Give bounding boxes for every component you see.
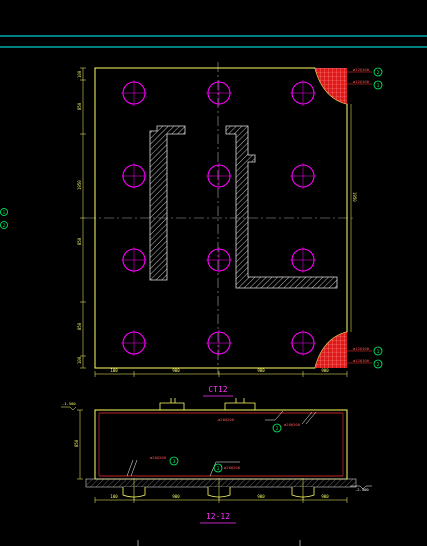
axis-bubble-icon <box>213 463 223 473</box>
axis-bubble-icon <box>0 221 8 229</box>
plan-left-dim: 850 <box>77 102 82 110</box>
plan-bottom-dim: 100 <box>110 368 118 373</box>
section-bar-labels: ø20@200 2 ø20@200 ø20@200 3 1 ø20@200 <box>150 417 301 473</box>
plan-callouts-bottom: ø12@100 ø12@100 1 2 <box>330 346 383 369</box>
plan-bottom-dim: 900 <box>172 368 180 373</box>
plan-left-dim: 100 <box>77 70 82 78</box>
bottom-edge-marks <box>137 540 301 546</box>
left-marker-2: 2 <box>3 223 6 228</box>
plan-left-dim-mid: 1950 <box>77 180 82 190</box>
section-title: 12-12 <box>206 512 230 521</box>
left-bar-num: 3 <box>173 459 176 465</box>
left-marker-1: 1 <box>3 210 6 215</box>
plan-view: 100 850 1950 850 850 100 1950 100 900 90… <box>77 62 383 397</box>
section-left-dims <box>61 406 83 480</box>
section-rebar-callouts <box>126 410 317 477</box>
plan-title: CT12 <box>208 385 227 394</box>
sheet-top-border <box>0 35 427 48</box>
callout-num: 1 <box>377 83 380 89</box>
section-right-level <box>350 485 372 490</box>
section-level-right: -2.500 <box>355 487 369 492</box>
plan-callouts-top: ø12@100 ø12@100 2 1 <box>330 67 383 90</box>
bottom-bar-label: ø20@200 <box>224 465 241 470</box>
callout-num: 1 <box>377 349 380 355</box>
top-bar-num: 2 <box>276 426 279 432</box>
callout-text: ø12@100 <box>353 79 370 84</box>
callout-text: ø12@100 <box>353 358 370 363</box>
bottom-bar-num: 1 <box>217 466 220 472</box>
plan-bottom-dim: 900 <box>257 368 265 373</box>
plan-left-dim: 850 <box>77 322 82 330</box>
left-bar-label: ø20@200 <box>150 455 167 460</box>
section-piles <box>122 487 315 498</box>
axis-bubble-icon <box>0 208 8 216</box>
section-bottom-dimensions <box>94 497 348 503</box>
section-view: ø20@200 2 ø20@200 ø20@200 3 1 ø20@200 -1… <box>61 398 372 524</box>
right-bar-label: ø20@200 <box>284 422 301 427</box>
corner-hatch-bottom <box>315 332 347 368</box>
plan-center-axes <box>86 62 356 374</box>
axis-bubble-icon <box>169 456 179 466</box>
callout-text: ø12@100 <box>353 346 370 351</box>
section-ground-hatch <box>86 479 356 487</box>
pile-crosshairs <box>121 80 316 356</box>
corner-hatch-top <box>315 68 347 104</box>
column-stubs <box>159 398 256 410</box>
section-bottom-dim: 900 <box>257 494 265 499</box>
section-bottom-dim: 100 <box>110 494 118 499</box>
axis-bubble-icon <box>272 423 282 433</box>
callout-text: ø12@100 <box>353 67 370 72</box>
core-wall-right <box>225 125 338 289</box>
top-bar-label: ø20@200 <box>218 417 235 422</box>
axis-bubble-icon <box>373 67 383 77</box>
callout-num: 2 <box>377 362 380 368</box>
plan-bottom-dim: 900 <box>321 368 329 373</box>
plan-left-dim: 100 <box>77 356 82 364</box>
plan-bottom-dimensions <box>94 371 348 377</box>
section-bottom-dim: 900 <box>172 494 180 499</box>
plan-right-dim: 1950 <box>352 192 357 202</box>
plan-left-dimensions <box>80 67 86 369</box>
axis-bubble-icon <box>373 80 383 90</box>
section-level-left: -1.500 <box>62 401 76 406</box>
axis-bubble-icon <box>373 346 383 356</box>
core-wall-left <box>149 125 186 281</box>
axis-bubble-icon <box>373 359 383 369</box>
section-bottom-dim: 900 <box>321 494 329 499</box>
left-side-markers: 1 2 <box>0 208 8 229</box>
callout-num: 2 <box>377 70 380 76</box>
section-dim-left: 850 <box>74 439 79 447</box>
plan-left-dim: 850 <box>77 237 82 245</box>
